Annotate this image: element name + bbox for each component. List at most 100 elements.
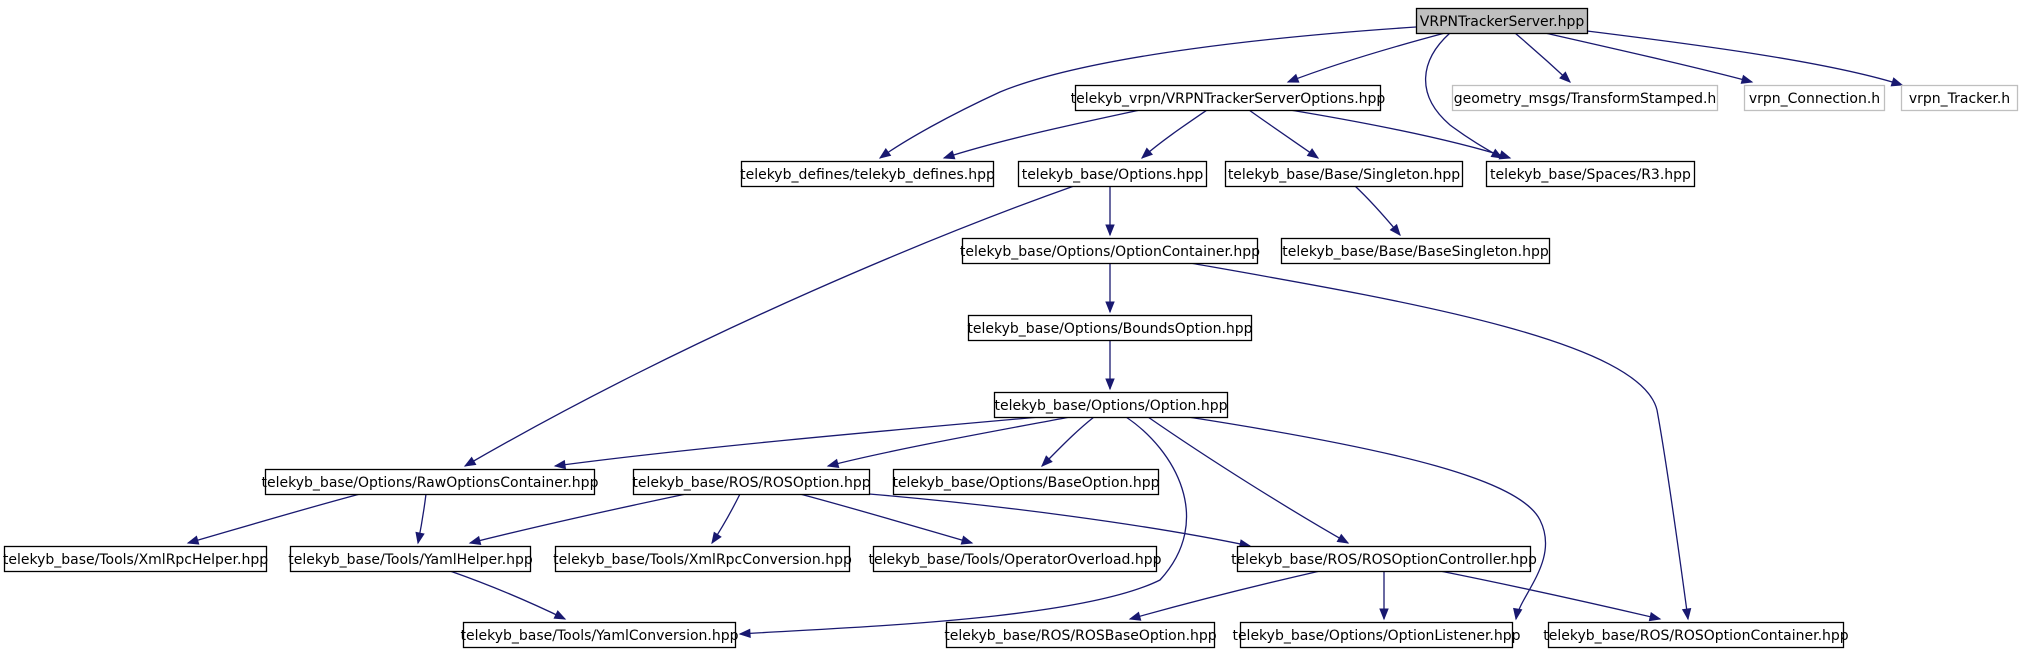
edge-line	[469, 493, 687, 544]
header-node[interactable]: telekyb_base/Options/BoundsOption.hpp	[967, 314, 1253, 342]
edge-line	[827, 416, 1071, 467]
edge-arrowhead	[1336, 533, 1350, 544]
edge-line	[1287, 32, 1446, 83]
dependency-edge	[1514, 32, 1571, 83]
edge-line	[1041, 416, 1095, 467]
edge-arrowhead	[826, 458, 840, 468]
external-header-node[interactable]: vrpn_Tracker.h	[1900, 84, 2019, 112]
node-box	[1239, 621, 1514, 649]
node-label: telekyb_vrpn/VRPNTrackerServerOptions.hp…	[1071, 91, 1386, 107]
edge-arrowhead	[711, 531, 722, 545]
dependency-edge	[415, 493, 427, 545]
dependency-edge	[553, 416, 1041, 470]
node-box	[967, 314, 1253, 342]
header-node[interactable]: telekyb_base/ROS/ROSOption.hpp	[632, 468, 871, 496]
node-label: telekyb_base/Tools/YamlConversion.hpp	[461, 628, 739, 644]
header-node[interactable]: telekyb_base/Base/Singleton.hpp	[1224, 160, 1464, 188]
edge-line	[739, 416, 1188, 635]
edge-line	[1129, 570, 1321, 620]
header-node[interactable]: telekyb_defines/telekyb_defines.hpp	[740, 160, 995, 188]
node-box	[462, 621, 737, 649]
node-box	[3, 545, 268, 573]
node-label: telekyb_base/Options/BaseOption.hpp	[892, 475, 1159, 491]
edge-arrowhead	[1128, 611, 1142, 621]
node-box	[1236, 545, 1532, 573]
edge-line	[1544, 32, 1753, 83]
edge-arrowhead	[1559, 71, 1571, 83]
node-box	[1485, 160, 1696, 188]
node-box	[554, 545, 851, 573]
header-node[interactable]: telekyb_base/Options/OptionListener.hpp	[1232, 621, 1521, 649]
node-label: telekyb_base/ROS/ROSOptionController.hpp	[1231, 552, 1537, 568]
edge-arrowhead	[1513, 607, 1523, 621]
header-node[interactable]: telekyb_base/Options/OptionContainer.hpp	[960, 237, 1260, 265]
node-label: vrpn_Connection.h	[1749, 91, 1880, 107]
edge-arrowhead	[1498, 150, 1512, 160]
edge-line	[1141, 109, 1208, 159]
dependency-edge	[868, 493, 1252, 549]
external-header-node[interactable]: geometry_msgs/TransformStamped.h	[1451, 84, 1719, 112]
edge-line	[449, 570, 566, 620]
dependency-edge	[1187, 416, 1547, 621]
node-box	[1743, 84, 1886, 112]
node-label: geometry_msgs/TransformStamped.h	[1454, 91, 1717, 107]
edge-line	[1439, 570, 1661, 620]
edge-arrowhead	[878, 148, 892, 159]
node-box	[1074, 84, 1382, 112]
node-box	[1547, 621, 1845, 649]
header-node[interactable]: telekyb_base/Tools/XmlRpcConversion.hpp	[553, 545, 852, 573]
node-box	[289, 545, 532, 573]
edge-line	[1187, 416, 1547, 620]
node-label: telekyb_base/Tools/YamlHelper.hpp	[288, 552, 533, 568]
node-label: telekyb_base/Spaces/R3.hpp	[1490, 167, 1691, 183]
node-label: VRPNTrackerServer.hpp	[1420, 14, 1585, 30]
header-node[interactable]: telekyb_base/Tools/YamlHelper.hpp	[288, 545, 533, 573]
edge-arrowhead	[1041, 455, 1053, 467]
edge-line	[1147, 416, 1349, 544]
dependency-edge	[1105, 263, 1115, 314]
dependency-edge	[1147, 416, 1350, 544]
external-header-node[interactable]: vrpn_Connection.h	[1743, 84, 1886, 112]
dependency-edge	[1289, 109, 1512, 160]
node-box	[993, 391, 1229, 419]
header-node[interactable]: telekyb_vrpn/VRPNTrackerServerOptions.hp…	[1071, 84, 1386, 112]
dependency-edge	[799, 493, 974, 545]
header-node[interactable]: telekyb_base/Options/RawOptionsContainer…	[262, 468, 599, 496]
header-node[interactable]: telekyb_base/Options/BaseOption.hpp	[892, 468, 1160, 496]
dependency-edge	[878, 26, 1417, 159]
header-node[interactable]: telekyb_base/ROS/ROSOptionController.hpp	[1231, 545, 1537, 573]
root-node[interactable]: VRPNTrackerServer.hpp	[1415, 7, 1589, 35]
header-node[interactable]: telekyb_base/Tools/XmlRpcHelper.hpp	[3, 545, 268, 573]
dependency-edge	[826, 416, 1071, 468]
dependency-edge	[711, 493, 741, 545]
dependency-edge	[186, 493, 361, 545]
edge-arrowhead	[1105, 224, 1115, 237]
dependency-edge	[1105, 186, 1115, 237]
edge-arrowhead	[468, 535, 482, 546]
dependency-edge	[1128, 570, 1321, 621]
node-box	[1224, 160, 1464, 188]
edge-arrowhead	[1105, 301, 1115, 314]
edge-line	[187, 493, 361, 544]
dependency-edge	[1586, 30, 1904, 87]
node-label: telekyb_base/Options/OptionListener.hpp	[1232, 628, 1520, 644]
nodes-layer: VRPNTrackerServer.hpp telekyb_vrpn/VRPNTr…	[3, 7, 2019, 649]
dependency-edge	[1439, 570, 1662, 622]
node-label: vrpn_Tracker.h	[1909, 91, 2010, 107]
header-node[interactable]: telekyb_base/ROS/ROSBaseOption.hpp	[944, 621, 1217, 649]
node-box	[872, 545, 1158, 573]
header-node[interactable]: telekyb_base/Options/Option.hpp	[993, 391, 1229, 419]
node-label: telekyb_base/Options/OptionContainer.hpp	[960, 244, 1260, 260]
edge-arrowhead	[1140, 147, 1153, 159]
header-node[interactable]: telekyb_base/Spaces/R3.hpp	[1485, 160, 1696, 188]
header-node[interactable]: telekyb_base/Base/BaseSingleton.hpp	[1280, 237, 1551, 265]
header-node[interactable]: telekyb_base/Tools/OperatorOverload.hpp	[868, 545, 1162, 573]
node-box	[1451, 84, 1719, 112]
node-box	[1017, 160, 1208, 188]
header-node[interactable]: telekyb_base/ROS/ROSOptionContainer.hpp	[1543, 621, 1849, 649]
edge-arrowhead	[1890, 77, 1904, 87]
header-node[interactable]: telekyb_base/Tools/YamlConversion.hpp	[461, 621, 739, 649]
header-node[interactable]: telekyb_base/Options.hpp	[1017, 160, 1208, 188]
edge-line	[1514, 32, 1571, 83]
edges-layer	[186, 26, 1904, 639]
